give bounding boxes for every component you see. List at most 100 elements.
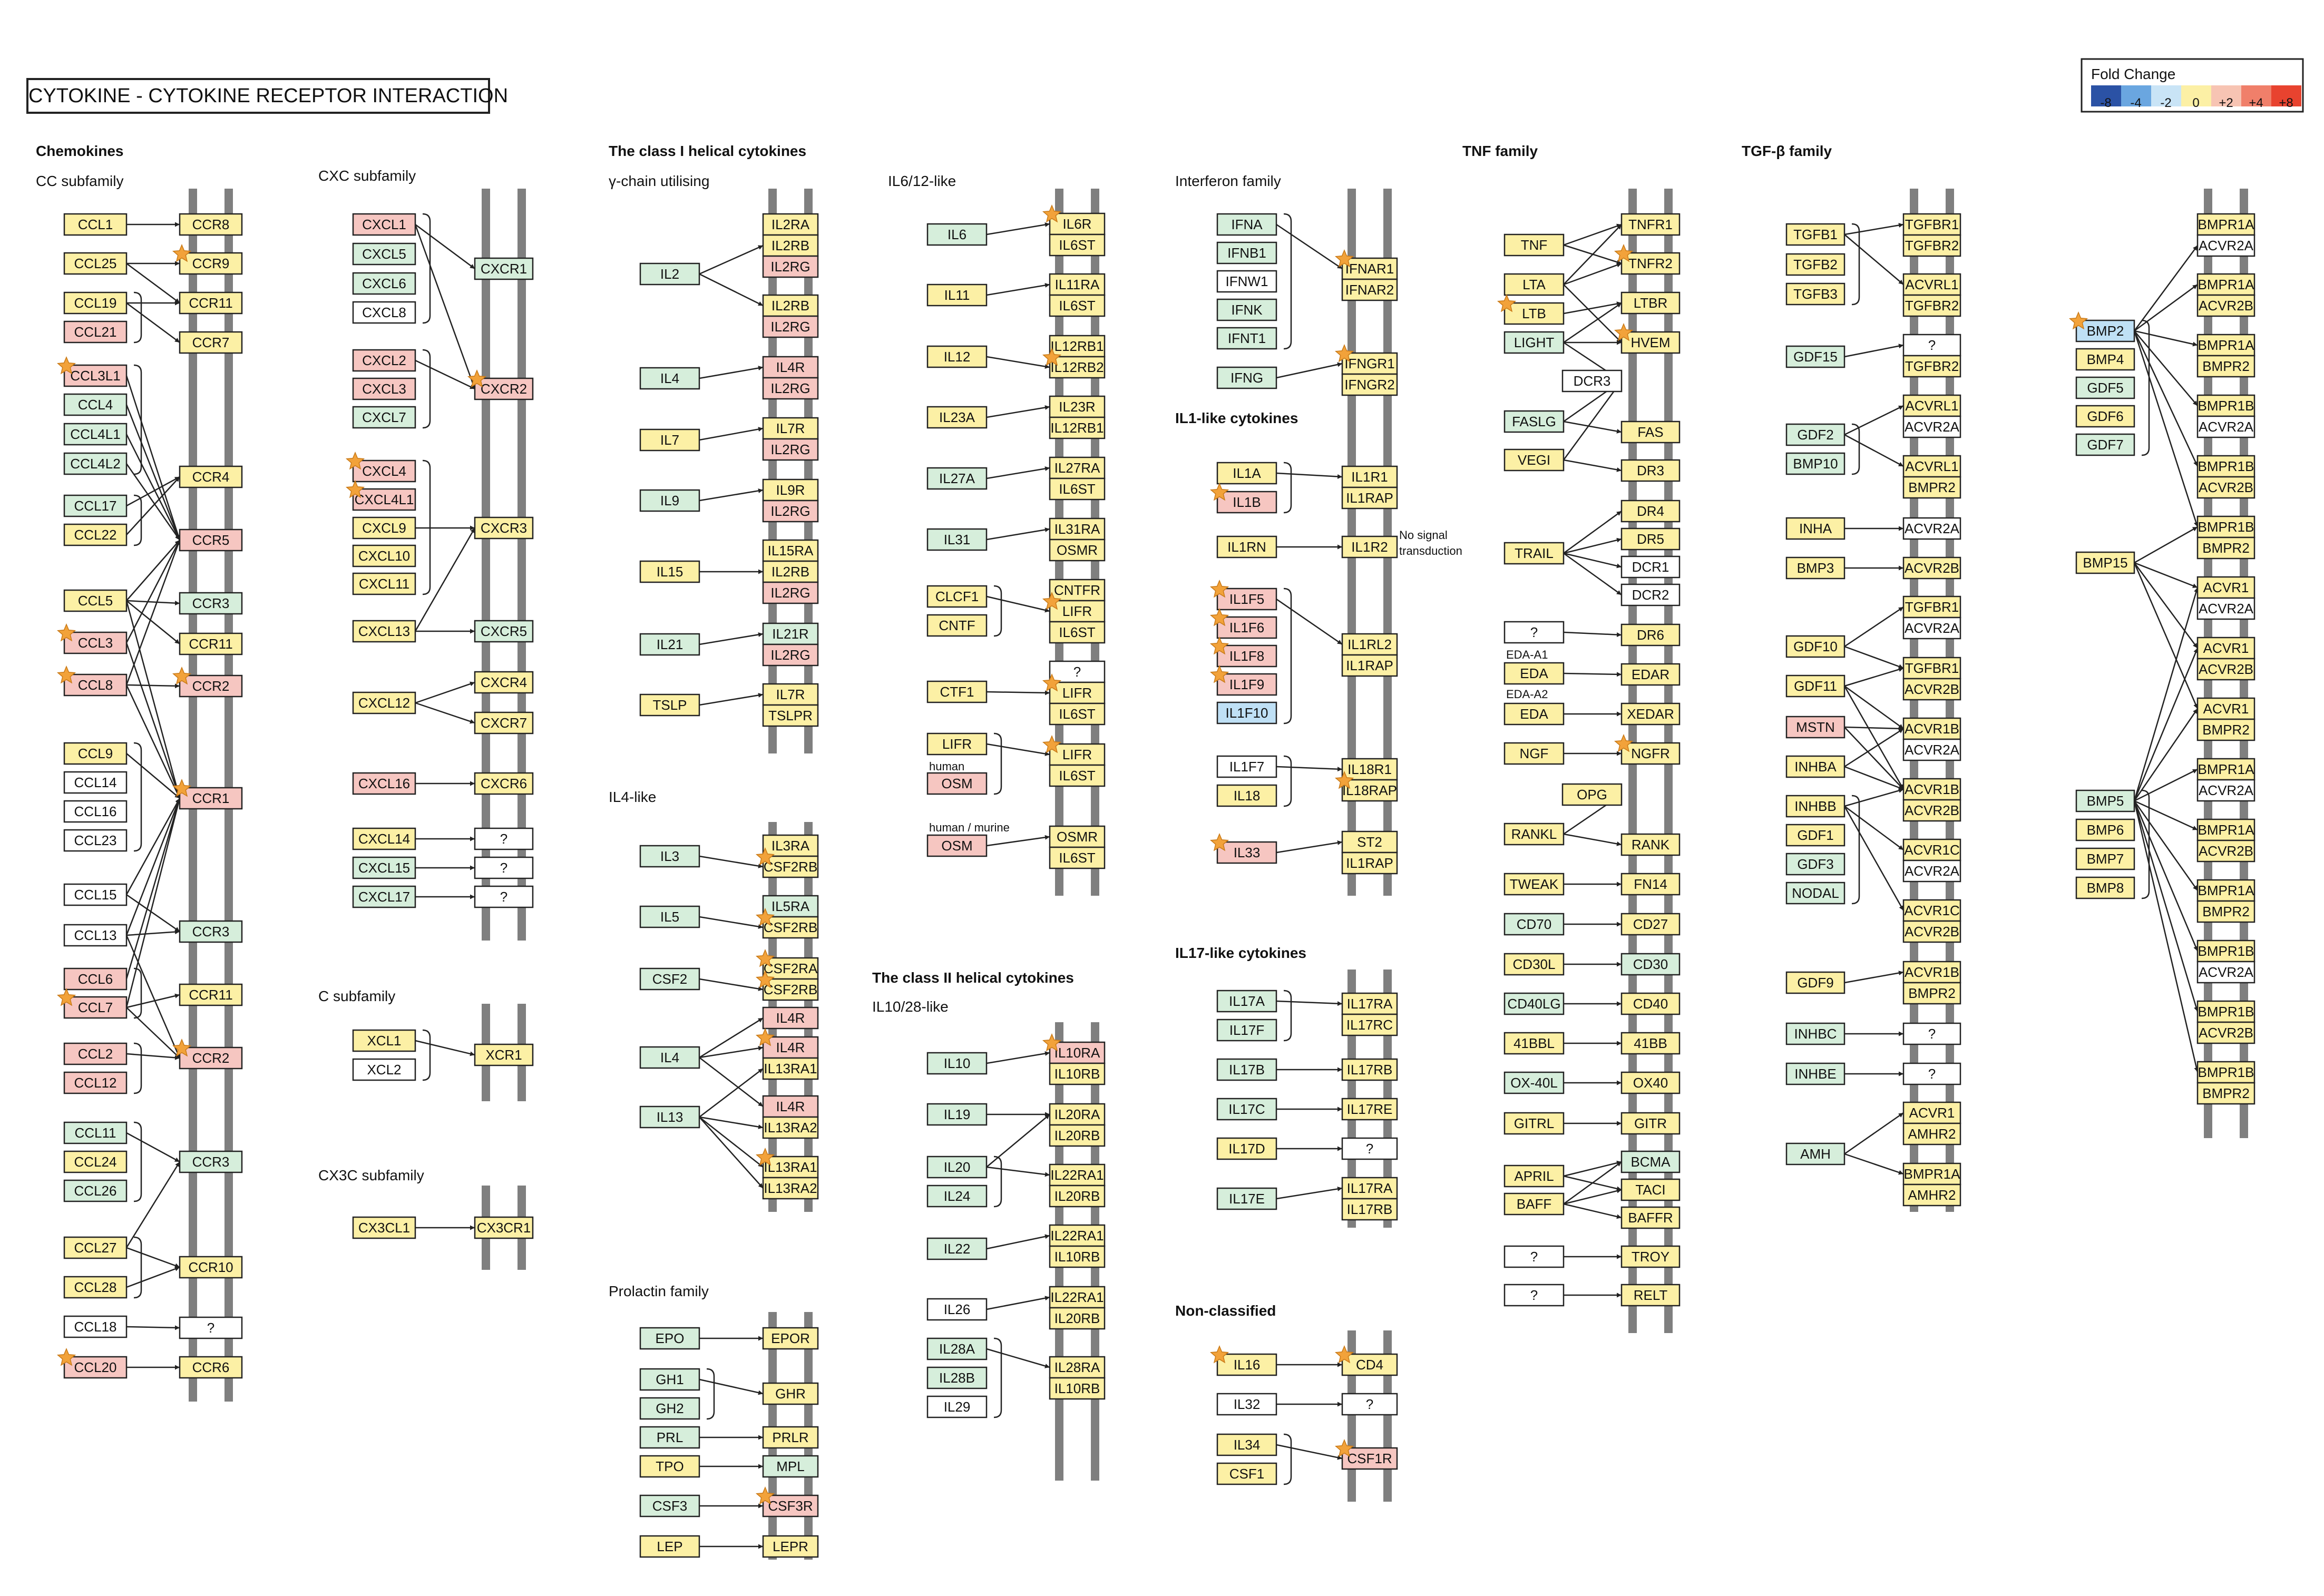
ligand-il17a[interactable]: [1216, 990, 1277, 1013]
ligand-ccl6[interactable]: [63, 967, 128, 991]
ligand-cxcl7[interactable]: [352, 406, 416, 429]
ligand-eda[interactable]: [1503, 662, 1565, 685]
receptor-ccr10[interactable]: [179, 1256, 243, 1279]
receptor-bmpr1a[interactable]: [2196, 818, 2255, 841]
ligand-ifnb1[interactable]: [1216, 241, 1277, 265]
ligand-gdf7[interactable]: [2075, 433, 2135, 456]
receptor-xcr1[interactable]: [474, 1043, 534, 1066]
receptor-bmpr2[interactable]: [2196, 900, 2255, 923]
receptor-tslpr[interactable]: [762, 704, 819, 727]
ligand-light[interactable]: [1503, 331, 1565, 354]
ligand-cxcl9[interactable]: [352, 516, 416, 540]
ligand-cd70[interactable]: [1503, 913, 1565, 936]
receptor-unknown[interactable]: [474, 885, 534, 908]
receptor-dr5[interactable]: [1620, 527, 1681, 551]
ligand-il4[interactable]: [639, 1046, 700, 1069]
ligand-il10[interactable]: [926, 1052, 988, 1075]
ligand-lep[interactable]: [639, 1535, 700, 1558]
ligand-cx3cl1[interactable]: [352, 1216, 416, 1239]
receptor-il6st[interactable]: [1049, 294, 1106, 317]
receptor-lifr[interactable]: [1049, 681, 1106, 704]
ligand-ccl24[interactable]: [63, 1150, 128, 1173]
receptor-il10rb[interactable]: [1049, 1062, 1106, 1085]
ligand-eda[interactable]: [1503, 702, 1565, 726]
ligand-il33[interactable]: [1216, 841, 1277, 864]
ligand-unknown[interactable]: [1503, 1245, 1565, 1268]
receptor-il3ra[interactable]: [762, 834, 819, 857]
ligand-mstn[interactable]: [1785, 716, 1845, 739]
receptor-acvr2a[interactable]: [2196, 779, 2255, 802]
ligand-cxcl15[interactable]: [352, 856, 416, 879]
receptor-unknown[interactable]: [1902, 1062, 1961, 1085]
ligand-xcl1[interactable]: [352, 1029, 416, 1052]
ligand-ccl5[interactable]: [63, 589, 128, 612]
receptor-il17rb[interactable]: [1341, 1058, 1398, 1081]
ligand-il1f9[interactable]: [1216, 673, 1277, 696]
receptor-bmpr1b[interactable]: [2196, 1000, 2255, 1023]
receptor-bmpr2[interactable]: [2196, 718, 2255, 741]
receptor-acvr2a[interactable]: [2196, 234, 2255, 257]
ligand-il4[interactable]: [639, 367, 700, 390]
receptor-il27ra[interactable]: [1049, 456, 1106, 479]
receptor-ccr9[interactable]: [179, 252, 243, 275]
receptor-il13ra2[interactable]: [762, 1116, 819, 1139]
ligand-ccl8[interactable]: [63, 673, 128, 697]
receptor-acvr2a[interactable]: [1902, 415, 1961, 438]
ligand-cxcl1[interactable]: [352, 213, 416, 236]
ligand-il24[interactable]: [926, 1184, 988, 1208]
ligand-il34[interactable]: [1216, 1433, 1277, 1456]
ligand-ifnk[interactable]: [1216, 298, 1277, 321]
ligand-il1f5[interactable]: [1216, 588, 1277, 611]
receptor-edar[interactable]: [1620, 663, 1681, 686]
receptor-il2rg[interactable]: [762, 377, 819, 400]
ligand-ccl2[interactable]: [63, 1042, 128, 1065]
receptor-acvr2b[interactable]: [2196, 658, 2255, 681]
receptor-amhr2[interactable]: [1902, 1122, 1961, 1145]
receptor-ifnar1[interactable]: [1341, 257, 1398, 280]
ligand-ccl9[interactable]: [63, 742, 128, 765]
ligand-bmp6[interactable]: [2075, 818, 2135, 841]
receptor-dr6[interactable]: [1620, 623, 1681, 647]
ligand-rankl[interactable]: [1503, 823, 1565, 846]
receptor-acvr2a[interactable]: [2196, 597, 2255, 620]
receptor-acvr2b[interactable]: [1902, 556, 1961, 580]
receptor-il13ra1[interactable]: [762, 1156, 819, 1179]
receptor-ltbr[interactable]: [1620, 291, 1681, 315]
ligand-ccl3l1[interactable]: [63, 364, 128, 387]
receptor-ccr11[interactable]: [179, 291, 243, 315]
receptor-il4r[interactable]: [762, 356, 819, 379]
ligand-gdf3[interactable]: [1785, 853, 1845, 876]
receptor-bmpr2[interactable]: [2196, 355, 2255, 378]
ligand-il17f[interactable]: [1216, 1019, 1277, 1042]
ligand-ifnw1[interactable]: [1216, 270, 1277, 293]
receptor-il2rg[interactable]: [762, 315, 819, 338]
ligand-il1f6[interactable]: [1216, 616, 1277, 639]
receptor-taci[interactable]: [1620, 1178, 1681, 1201]
ligand-bmp8[interactable]: [2075, 876, 2135, 899]
receptor-acvr2b[interactable]: [1902, 799, 1961, 822]
receptor-tnfr2[interactable]: [1620, 252, 1681, 275]
receptor-dcr2[interactable]: [1620, 583, 1681, 606]
ligand-bmp3[interactable]: [1785, 556, 1845, 580]
receptor-il1rap[interactable]: [1341, 851, 1398, 875]
ligand-bmp15[interactable]: [2075, 551, 2135, 574]
receptor-acvr1[interactable]: [2196, 697, 2255, 720]
receptor-il2rg[interactable]: [762, 438, 819, 461]
ligand-il9[interactable]: [639, 489, 700, 512]
receptor-tgfbr2[interactable]: [1902, 294, 1961, 317]
ligand-il29[interactable]: [926, 1395, 988, 1418]
ligand-il20[interactable]: [926, 1156, 988, 1179]
ligand-il28a[interactable]: [926, 1337, 988, 1360]
ligand-tweak[interactable]: [1503, 873, 1565, 896]
ligand-ccl20[interactable]: [63, 1356, 128, 1379]
receptor-bmpr2[interactable]: [1902, 476, 1961, 499]
ligand-cd40lg[interactable]: [1503, 992, 1565, 1015]
ligand-ccl12[interactable]: [63, 1071, 128, 1094]
ligand-cxcl16[interactable]: [352, 772, 416, 795]
ligand-ltb[interactable]: [1503, 302, 1565, 325]
ligand-il7[interactable]: [639, 428, 700, 452]
ligand-il1f7[interactable]: [1216, 755, 1277, 778]
ligand-inhbb[interactable]: [1785, 795, 1845, 818]
receptor-baffr[interactable]: [1620, 1206, 1681, 1229]
receptor-tgfbr1[interactable]: [1902, 213, 1961, 236]
